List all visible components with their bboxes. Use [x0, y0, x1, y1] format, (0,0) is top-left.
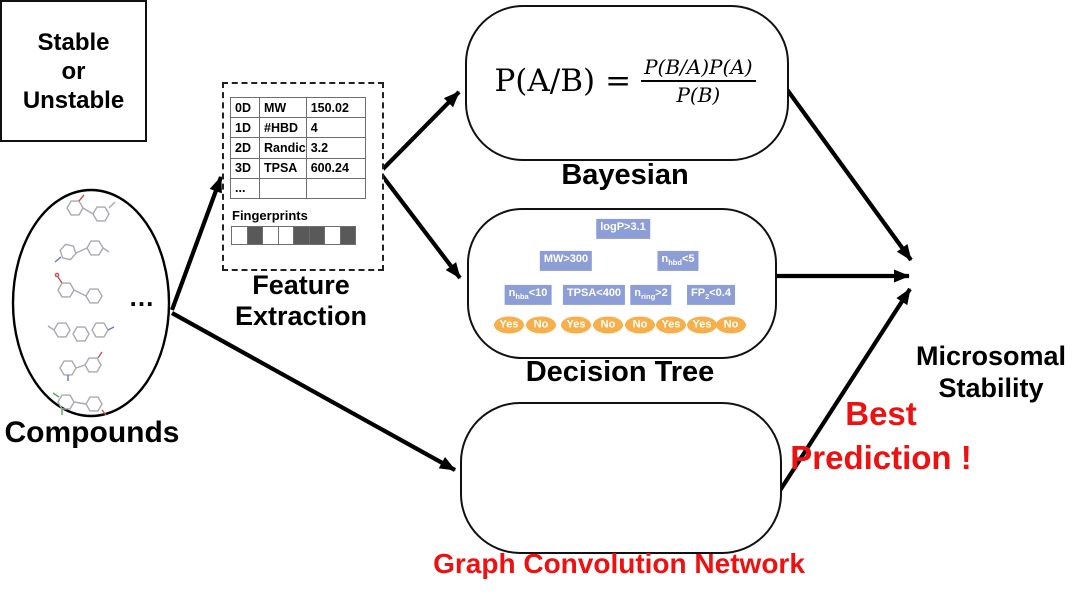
- fingerprint-bit: [246, 226, 263, 245]
- cell-descriptor: TPSA: [259, 157, 307, 179]
- cell-dim: 3D: [230, 157, 260, 179]
- fingerprint-bits: [231, 226, 356, 245]
- cell-value: 600.24: [305, 157, 366, 179]
- cell-value: 150.02: [305, 96, 366, 119]
- fingerprint-bit: [308, 226, 325, 245]
- formula-lhs: P(A/B): [494, 63, 596, 99]
- tree-node-tpsa: TPSA<400: [562, 284, 626, 306]
- best-prediction-label: Best Prediction !: [770, 392, 992, 480]
- compounds-ellipsis: ...: [129, 282, 155, 312]
- cell-dim: 0D: [230, 96, 260, 119]
- feature-extraction-label: Feature Extraction: [212, 270, 390, 332]
- formula-fraction: P(B/A)P(A) P(B): [641, 55, 756, 107]
- table-row: 3D TPSA 600.24: [230, 157, 366, 179]
- cell-descriptor: Randic: [259, 137, 307, 159]
- tree-leaf: No: [625, 316, 655, 334]
- tree-node-mw: MW>300: [539, 250, 593, 272]
- fingerprint-bit: [339, 226, 356, 245]
- fingerprints-label: Fingerprints: [232, 208, 308, 223]
- cell-value: [305, 177, 366, 199]
- microsomal-line: Microsomal: [915, 341, 1067, 371]
- compounds-ellipse: [11, 188, 171, 418]
- cell-value: 3.2: [305, 137, 366, 159]
- gcn-box: [460, 402, 782, 554]
- tree-node-logp: logP>3.1: [596, 218, 650, 240]
- flow-arrows: [170, 82, 913, 494]
- descriptor-table: 0D MW 150.02 1D #HBD 4 2D Randic 3.2 3D …: [230, 96, 366, 199]
- table-row: 0D MW 150.02: [230, 96, 366, 119]
- cell-dim: 1D: [230, 117, 260, 139]
- fingerprint-bit: [277, 226, 294, 245]
- cell-descriptor: [259, 177, 307, 199]
- decision-tree-label: Decision Tree: [525, 356, 715, 388]
- tree-node-nring: nring>2: [630, 284, 672, 306]
- gcn-label: Graph Convolution Network: [433, 548, 805, 579]
- microsomal-stability-label: Microsomal Stability: [903, 340, 1079, 404]
- bayesian-label: Bayesian: [561, 159, 689, 191]
- output-box: Stable or Unstable: [0, 0, 147, 142]
- table-row: 1D #HBD 4: [230, 117, 366, 139]
- best-line: Best: [845, 395, 917, 432]
- cell-dim: ...: [230, 177, 260, 199]
- cell-descriptor: #HBD: [259, 117, 307, 139]
- tree-leaf: No: [526, 316, 556, 334]
- feature-label-line1: Feature: [252, 270, 350, 300]
- bayes-formula: P(A/B) = P(B/A)P(A) P(B): [465, 5, 785, 157]
- tree-node-nhba: nhba<10: [504, 284, 552, 306]
- tree-leaf: Yes: [494, 316, 524, 334]
- tree-leaf: No: [593, 316, 623, 334]
- formula-denominator: P(B): [641, 80, 756, 107]
- molecule-structures: [47, 194, 116, 416]
- output-stable: Stable: [37, 28, 110, 56]
- fingerprint-bit: [293, 226, 310, 245]
- fingerprint-bit: [231, 226, 248, 245]
- tree-node-fp2: FP2<0.4: [687, 284, 735, 306]
- table-row: 2D Randic 3.2: [230, 137, 366, 159]
- tree-leaf: Yes: [561, 316, 591, 334]
- output-unstable: Unstable: [22, 86, 125, 114]
- output-or: or: [61, 57, 86, 85]
- fingerprint-bit: [324, 226, 341, 245]
- tree-leaf: Yes: [687, 316, 717, 334]
- cell-dim: 2D: [230, 137, 260, 159]
- formula-numerator: P(B/A)P(A): [644, 55, 753, 79]
- prediction-line: Prediction !: [790, 439, 972, 476]
- bayesian-box: [465, 5, 789, 161]
- table-row: ...: [230, 177, 366, 199]
- cell-descriptor: MW: [259, 96, 307, 119]
- compounds-label: Compounds: [4, 416, 180, 449]
- tree-node-nhbd: nhbd<5: [657, 250, 699, 272]
- feature-label-line2: Extraction: [234, 301, 368, 331]
- stability-line: Stability: [938, 373, 1044, 403]
- formula-equals: =: [605, 63, 632, 99]
- tree-leaf: Yes: [656, 316, 686, 334]
- tree-leaf: No: [716, 316, 746, 334]
- cell-value: 4: [305, 117, 366, 139]
- fingerprint-bit: [262, 226, 279, 245]
